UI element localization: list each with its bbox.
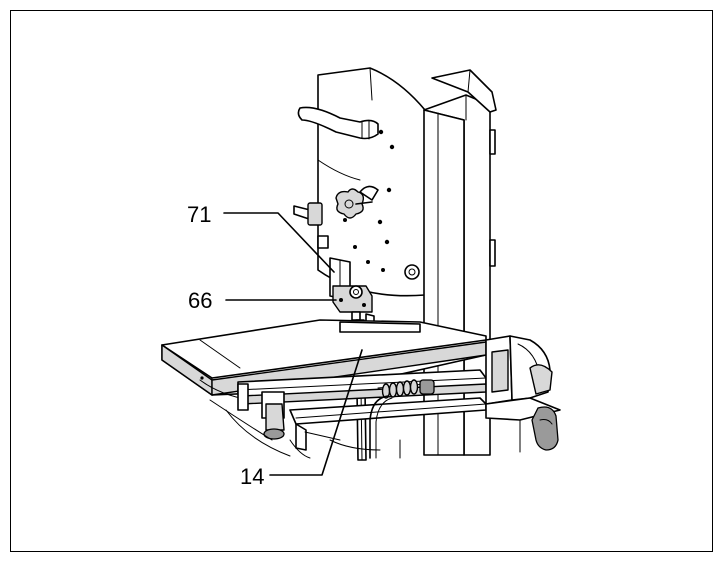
leader-line-71 (223, 212, 335, 273)
callout-label-14: 14 (240, 464, 264, 489)
callout-label-71: 71 (187, 202, 211, 227)
blade-guide-assembly (329, 257, 375, 325)
guide-adjust-screw (293, 202, 329, 249)
tension-lever-handle (297, 106, 379, 140)
power-cable (369, 395, 393, 459)
leader-line-14 (269, 349, 363, 476)
callout-label-66: 66 (188, 288, 212, 313)
side-motor-housing (485, 335, 561, 453)
saw-column (423, 69, 497, 456)
leader-lines (223, 212, 363, 476)
rail-spring (377, 379, 435, 399)
star-knob (335, 185, 379, 219)
figure-frame (10, 10, 713, 552)
table-base (200, 376, 401, 459)
